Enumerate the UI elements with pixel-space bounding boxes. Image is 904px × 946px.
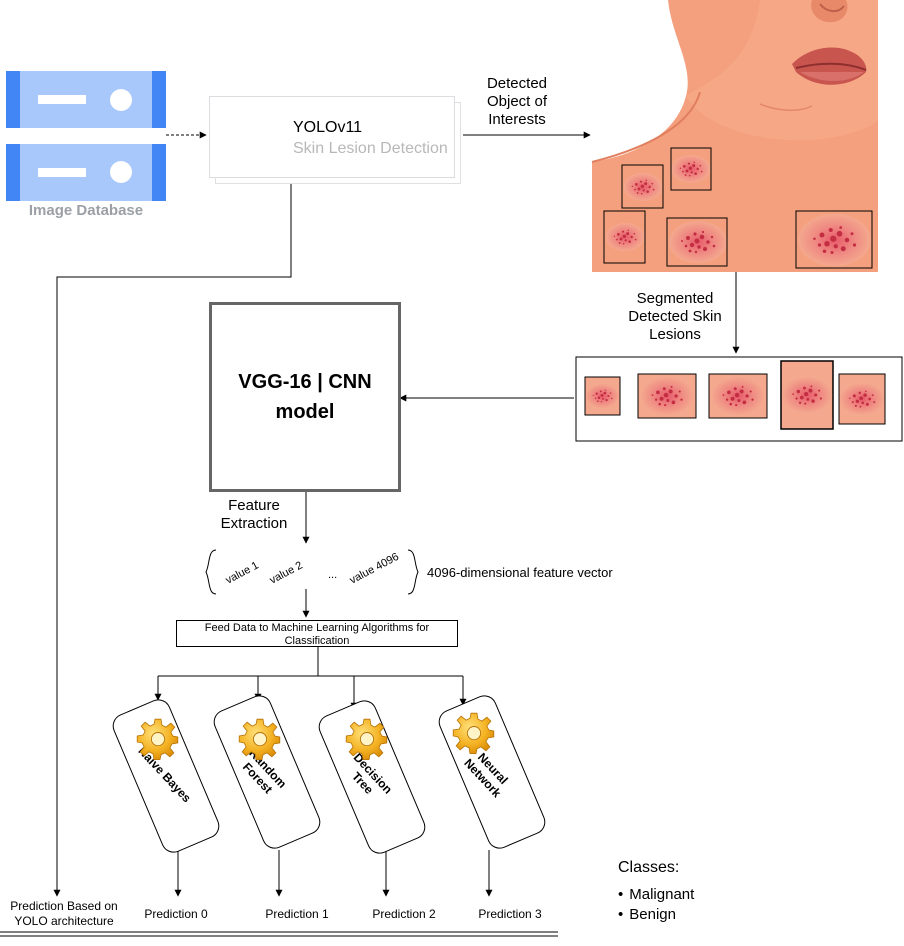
- prediction-1-label: Prediction 1: [265, 907, 329, 921]
- database-icon: [6, 71, 166, 201]
- gear-icon: [345, 718, 388, 760]
- prediction-2-label: Prediction 2: [372, 907, 436, 921]
- detected-objects-label: Detected Object of Interests: [486, 75, 548, 128]
- gear-icon: [452, 712, 495, 754]
- algorithm-neural-network: NeuralNetwork: [438, 695, 546, 849]
- class-item: Malignant: [618, 885, 694, 905]
- feed-data-box: Feed Data to Machine Learning Algorithms…: [176, 620, 458, 647]
- classes-title: Classes:: [618, 859, 680, 876]
- algorithm-decision-tree: DecisionTree: [318, 700, 426, 854]
- prediction-0-label: Prediction 0: [144, 907, 208, 921]
- database-caption: Image Database: [28, 202, 144, 219]
- prediction-3-label: Prediction 3: [478, 907, 542, 921]
- feature-vector: value 1 value 2 ... value 4096: [224, 551, 401, 587]
- vector-item-ellipsis: ...: [328, 569, 337, 581]
- classes-list: Malignant Benign: [618, 885, 694, 925]
- vector-item-2: value 2: [268, 559, 305, 586]
- connectors: [0, 131, 740, 937]
- algorithm-naive-bayes: Naive Bayes: [112, 699, 220, 853]
- vector-item-1: value 1: [224, 559, 261, 586]
- segmented-lesions-label: Segmented Detected Skin Lesions: [628, 290, 722, 343]
- gear-icon: [136, 718, 179, 760]
- algorithm-random-forest: RandomForest: [213, 695, 321, 849]
- vgg16-model-box: VGG-16 | CNN model: [209, 302, 401, 492]
- feature-extraction-label: Feature Extraction: [220, 497, 288, 532]
- algorithm-cards: Naive Bayes RandomForest DecisionTree Ne…: [112, 695, 546, 854]
- yolo-subtitle: Skin Lesion Detection: [293, 140, 448, 157]
- neck-lesions: [603, 147, 873, 269]
- gear-icon: [238, 718, 281, 760]
- feature-vector-label: 4096-dimensional feature vector: [427, 565, 613, 580]
- vgg16-title: VGG-16 | CNN: [238, 371, 372, 393]
- vector-item-4096: value 4096: [348, 551, 401, 587]
- yolo-prediction-label: Prediction Based on YOLO architecture: [10, 899, 118, 928]
- vector-braces: [205, 549, 419, 595]
- yolo-detector-box: [209, 96, 455, 178]
- yolo-title: YOLOv11: [293, 119, 363, 136]
- segmented-lesions-panel: [575, 356, 903, 442]
- vgg16-subtitle: model: [275, 401, 335, 423]
- class-item: Benign: [618, 905, 694, 925]
